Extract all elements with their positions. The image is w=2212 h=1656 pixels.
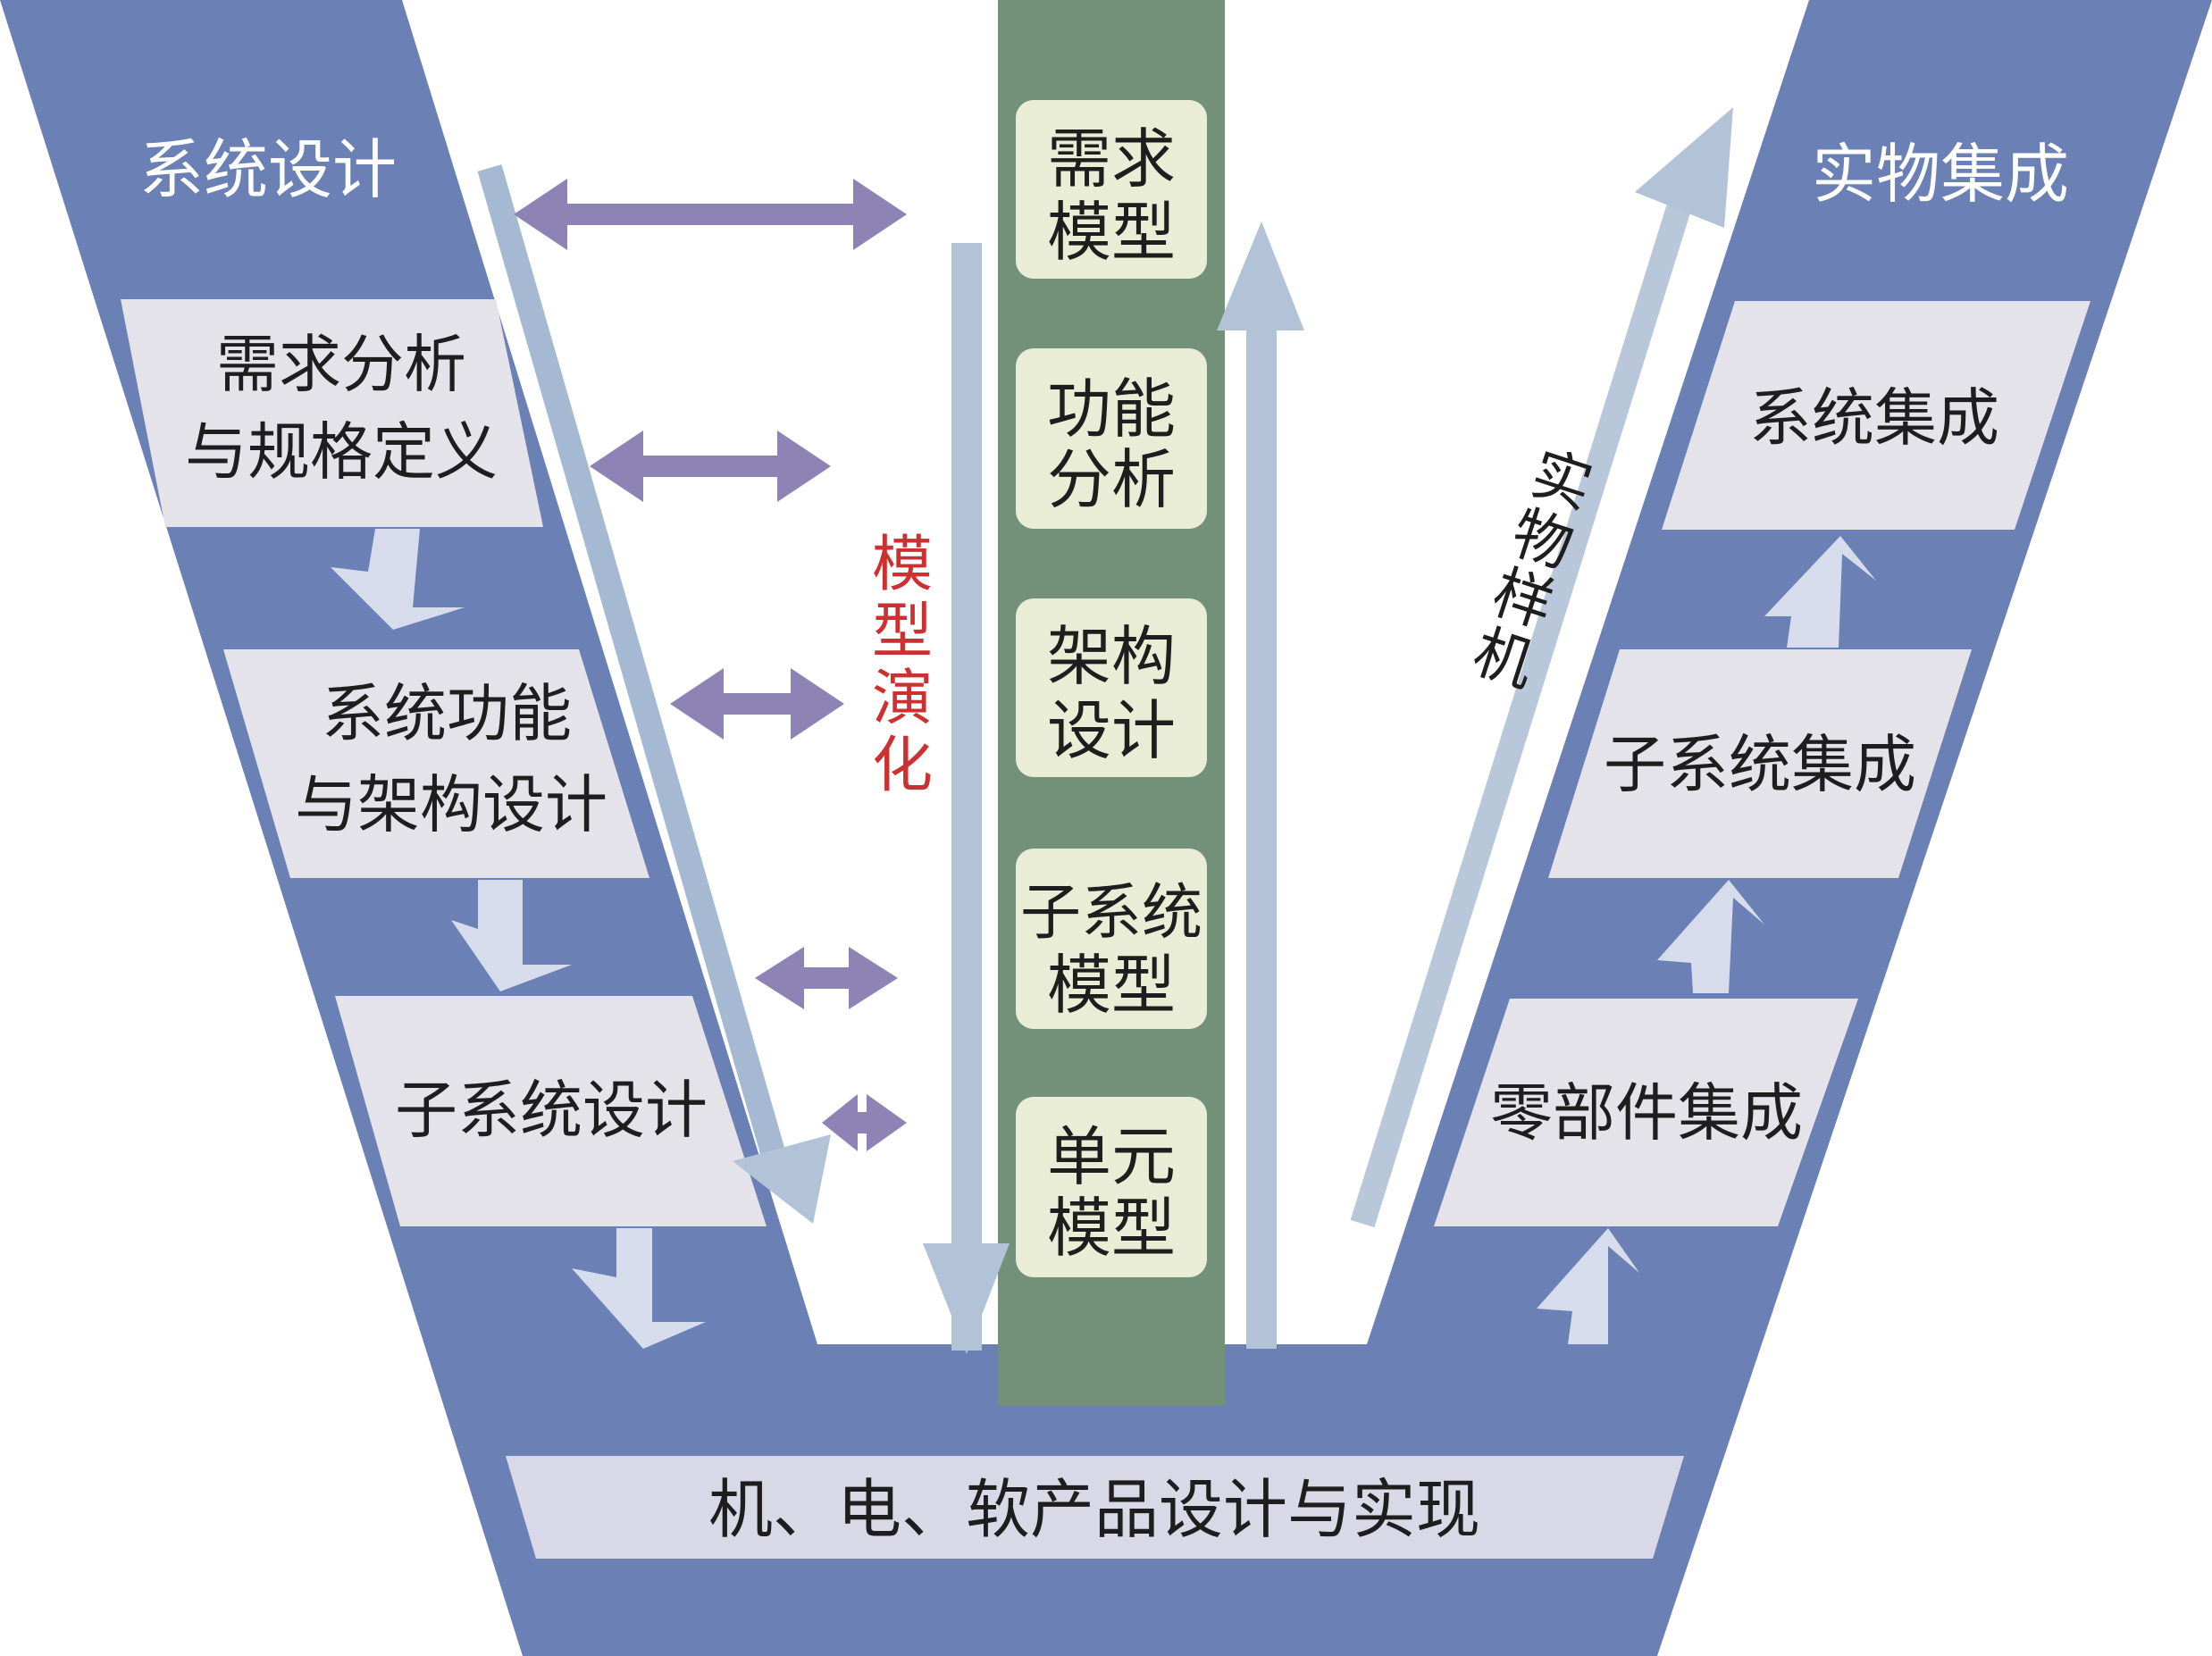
up-diagonal-arrow-icon xyxy=(1350,107,1733,1228)
left-box-bg xyxy=(335,996,767,1226)
bottom-box xyxy=(506,1456,1684,1559)
step-arrow-icon xyxy=(1537,1228,1639,1344)
model-box-label: 模型 xyxy=(1047,1191,1176,1266)
model-box-label: 模型 xyxy=(1047,195,1176,270)
model-box-bg xyxy=(1016,598,1207,777)
left-box-label: 与规格定义 xyxy=(185,415,498,489)
left-header: 系统设计 xyxy=(139,132,397,207)
left-box-function-architecture: 系统功能 与架构设计 xyxy=(223,649,649,878)
model-box-function: 功能 分析 xyxy=(1016,348,1207,529)
physical-prototype-label: 实 物 样 机 xyxy=(1465,439,1600,700)
step-arrow-icon xyxy=(572,1228,706,1349)
model-evolution-char: 型 xyxy=(872,597,933,667)
right-box-bg xyxy=(1662,301,2091,530)
model-box-label: 分析 xyxy=(1047,442,1176,517)
model-box-bg xyxy=(1016,100,1207,279)
right-box-bg xyxy=(1434,999,1858,1226)
left-box-label: 需求分析 xyxy=(216,328,466,401)
model-box-label: 需求 xyxy=(1047,121,1176,197)
right-box-system-integration: 系统集成 xyxy=(1662,301,2091,530)
left-box-label: 系统功能 xyxy=(322,677,572,750)
model-evolution-char: 化 xyxy=(872,731,933,801)
model-box-architecture: 架构 设计 xyxy=(1016,598,1207,777)
step-arrow-icon xyxy=(1657,880,1764,993)
model-box-bg xyxy=(1016,348,1207,529)
left-box-bg xyxy=(223,649,649,878)
up-arrow-icon xyxy=(1217,222,1304,1349)
model-box-requirements: 需求 模型 xyxy=(1016,100,1207,279)
model-box-subsystem: 子系统 模型 xyxy=(1016,849,1207,1029)
model-box-bg xyxy=(1016,849,1207,1029)
model-box-label: 架构 xyxy=(1047,619,1176,694)
down-diagonal-arrow-icon xyxy=(477,164,831,1224)
right-box-bg xyxy=(1548,649,1972,878)
model-box-unit: 单元 模型 xyxy=(1016,1097,1207,1277)
left-box-subsystem-design: 子系统设计 xyxy=(335,996,767,1226)
right-box-label: 系统集成 xyxy=(1749,381,1999,455)
right-header: 实物集成 xyxy=(1812,137,2069,212)
left-box-bg xyxy=(121,299,543,527)
left-box-requirements: 需求分析 与规格定义 xyxy=(121,299,543,527)
right-box-subsystem-integration: 子系统集成 xyxy=(1548,649,1972,878)
model-box-bg xyxy=(1016,1097,1207,1277)
step-arrow-icon xyxy=(331,529,465,630)
bottom-box-label: 机、电、软产品设计与实现 xyxy=(708,1472,1480,1547)
double-headed-arrow-icon xyxy=(822,1094,907,1151)
step-arrow-icon xyxy=(1764,536,1876,648)
double-headed-arrow-icon xyxy=(755,947,898,1009)
left-box-label: 子系统设计 xyxy=(395,1074,708,1147)
down-arrow-icon xyxy=(923,243,1010,1354)
step-arrow-icon xyxy=(451,880,572,991)
model-evolution-char: 演 xyxy=(872,664,933,734)
model-evolution-char: 模 xyxy=(872,530,933,600)
model-box-label: 设计 xyxy=(1047,693,1176,768)
model-box-label: 单元 xyxy=(1047,1119,1176,1194)
left-box-label: 与架构设计 xyxy=(295,768,607,841)
model-box-label: 功能 xyxy=(1047,372,1176,447)
model-box-label: 子系统 xyxy=(1020,878,1202,949)
double-headed-arrow-icon xyxy=(590,431,831,502)
model-box-label: 模型 xyxy=(1047,948,1176,1023)
right-box-label: 零部件集成 xyxy=(1490,1076,1803,1150)
double-headed-arrow-icon xyxy=(670,668,844,740)
right-box-label: 子系统集成 xyxy=(1604,728,1916,801)
model-evolution-label: 模 型 演 化 xyxy=(872,530,933,801)
right-box-component-integration: 零部件集成 xyxy=(1434,999,1858,1226)
double-headed-arrow-icon xyxy=(514,179,907,250)
